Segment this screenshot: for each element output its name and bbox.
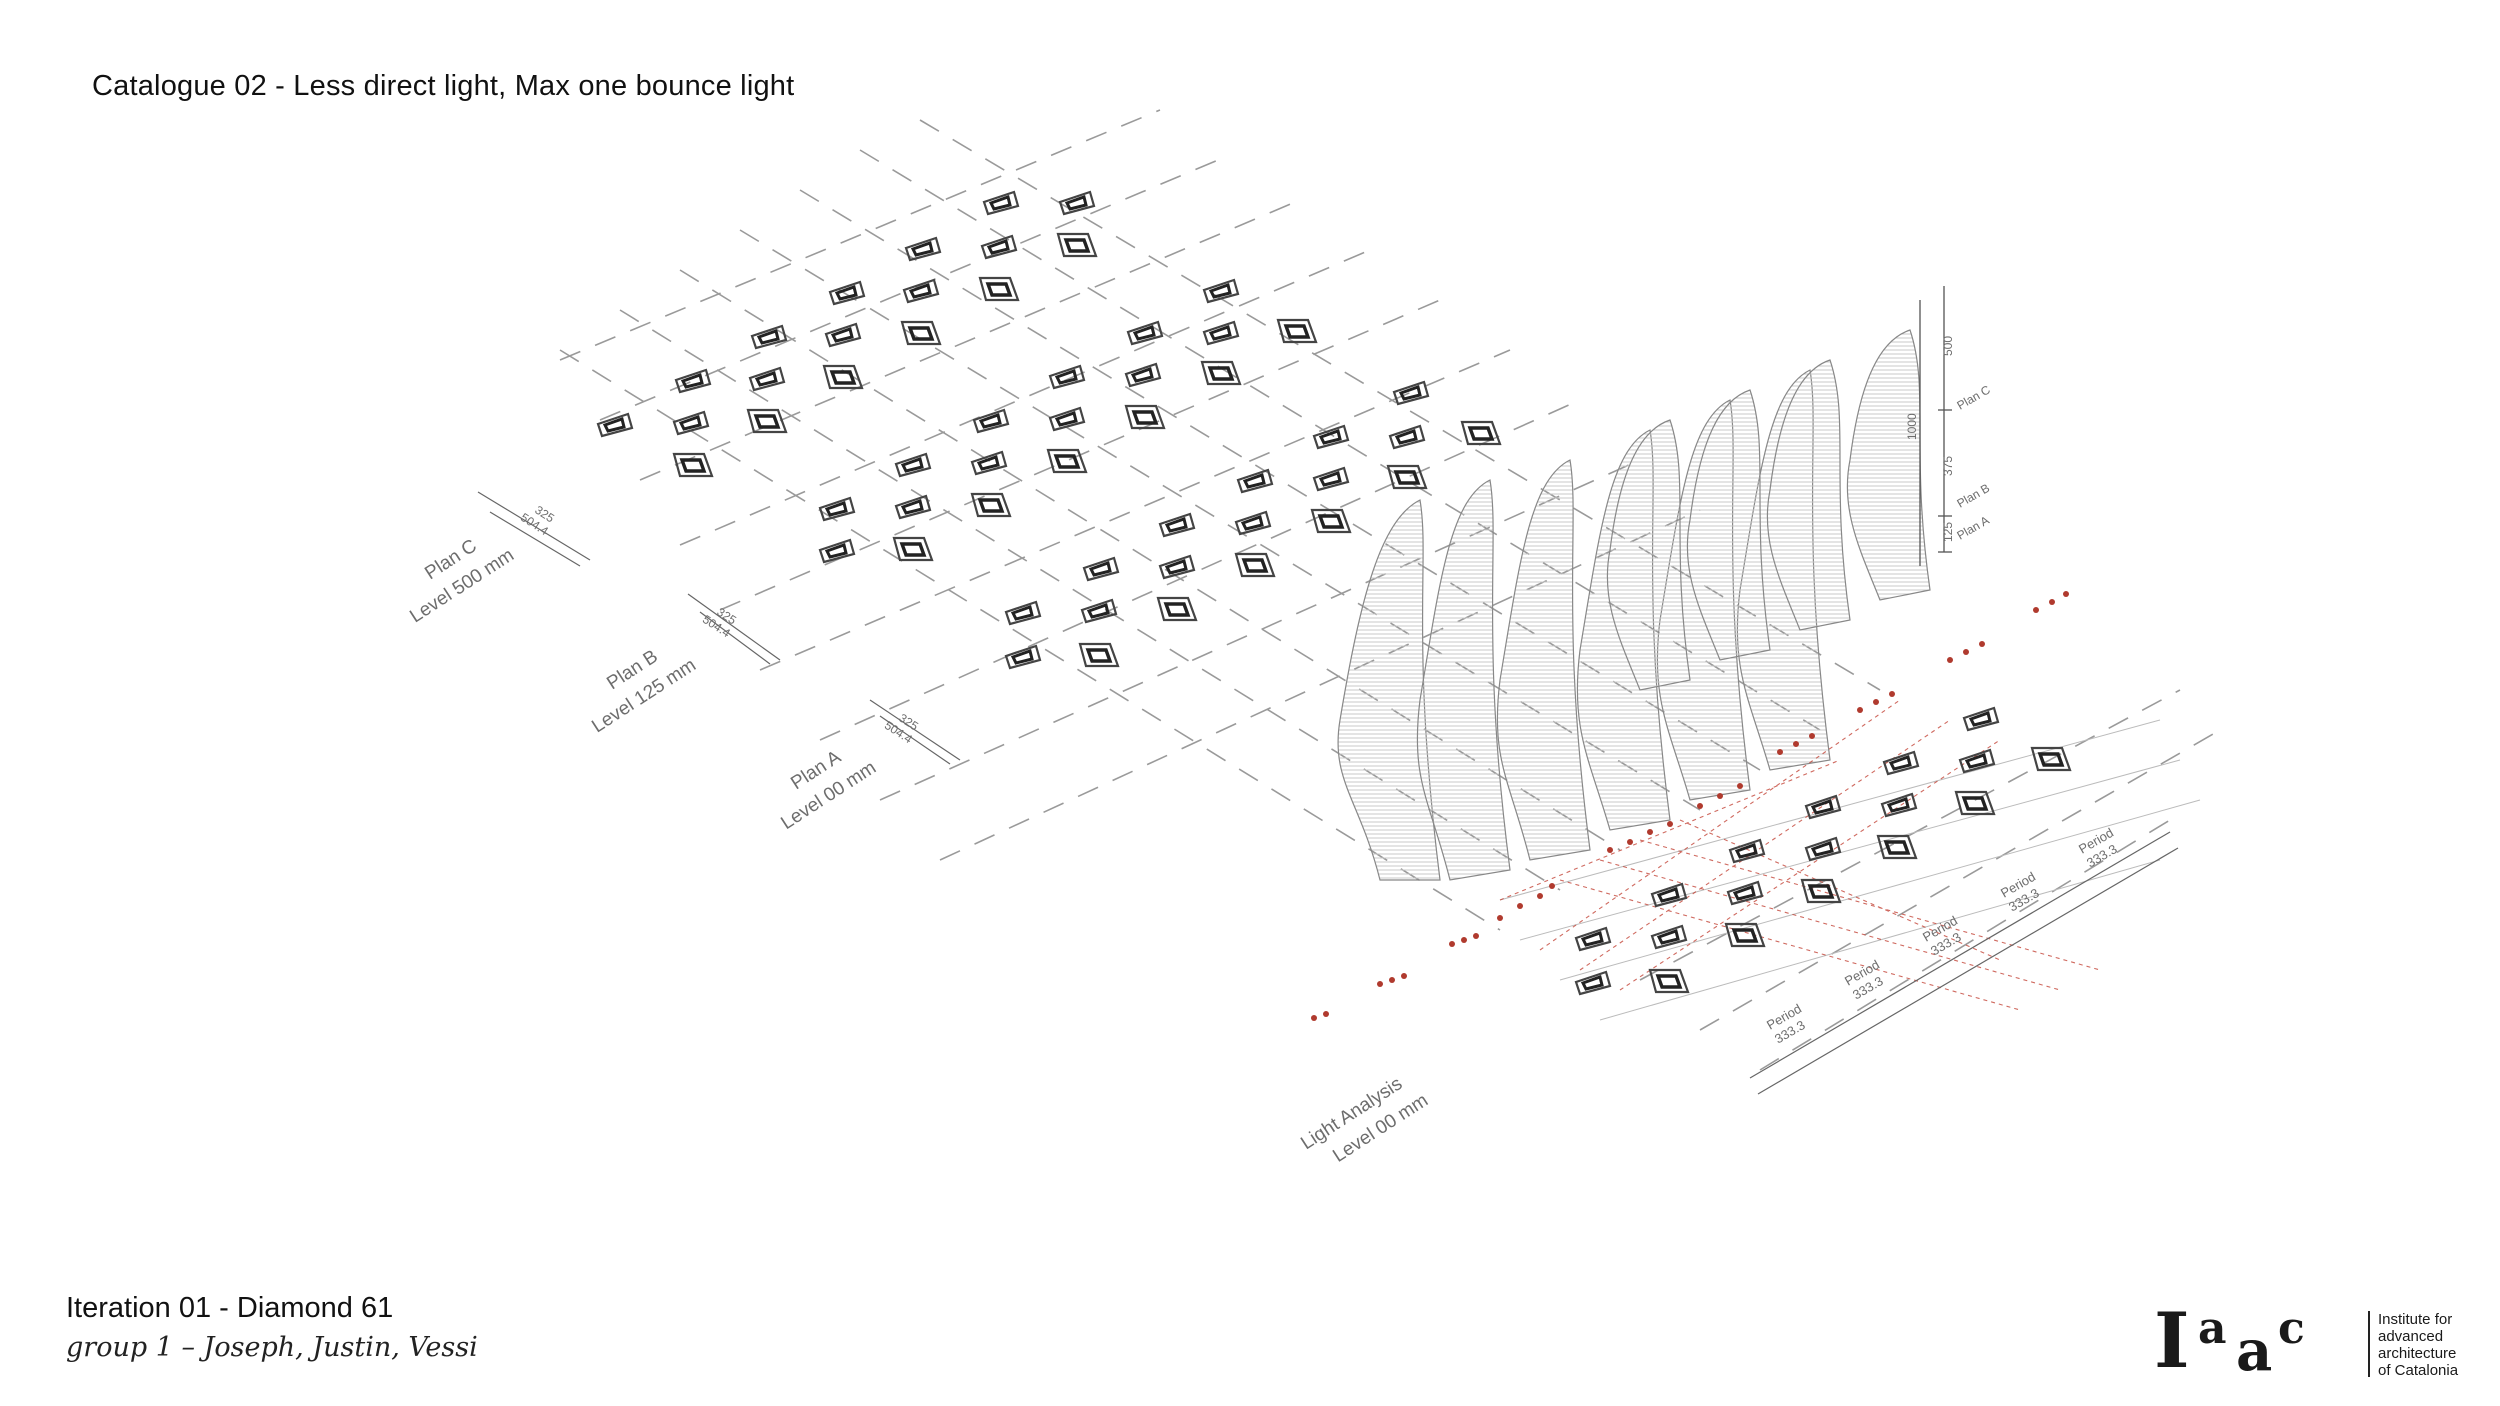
logo-separator [2368,1311,2370,1377]
svg-text:500: 500 [1941,336,1955,356]
catalogue-title: Catalogue 02 - Less direct light, Max on… [92,70,795,102]
period-dimension-line [1749,831,2179,1095]
plan-c-cells [596,190,1098,478]
plan-a-label: Plan A Level 00 mm [777,746,880,834]
plan-b-label: Plan B Level 125 mm [588,646,700,737]
svg-text:125: 125 [1941,522,1955,542]
plan-c-label: Plan C Level 500 mm [406,536,518,628]
iteration-title: Iteration 01 - Diamond 61 [66,1292,394,1324]
logo-institute-name: Institute for advanced architecture of C… [2378,1311,2459,1379]
twisted-wall-model [1337,329,1931,881]
light-points [1311,591,2069,1021]
svg-text:375: 375 [1941,456,1955,476]
svg-text:Plan B: Plan B [1955,481,1993,511]
section-dimension [1919,286,1952,566]
plan-dimension-markers [477,491,961,765]
group-members: group 1 – Joseph, Justin, Vessi [66,1332,478,1363]
svg-text:1000: 1000 [1905,413,1919,440]
plan-a-cells [1004,380,1502,670]
light-analysis-label: Light Analysis Level 00 mm [1297,1073,1432,1166]
svg-text:Plan A: Plan A [1955,513,1992,542]
iaac-logo: I a a c Institute for advanced architect… [2154,1296,2459,1385]
light-rays [1499,699,2101,1011]
svg-text:Plan C: Plan C [1955,382,1993,412]
